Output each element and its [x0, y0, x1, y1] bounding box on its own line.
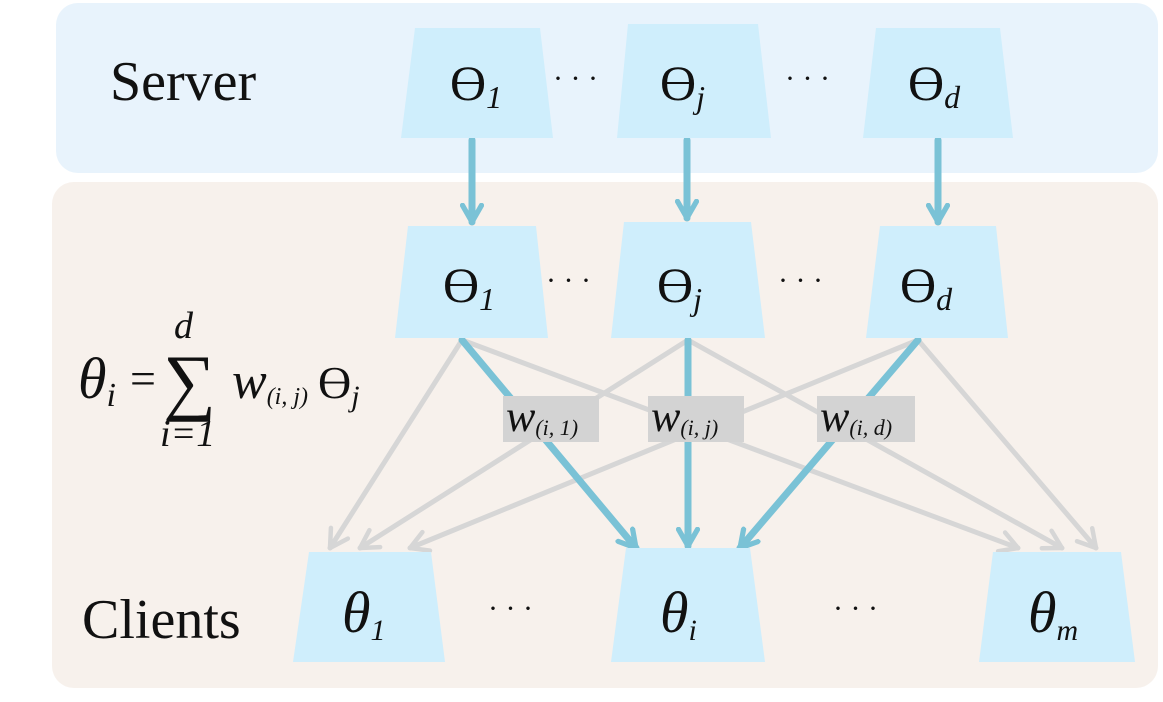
svg-text:θm: θm	[1028, 580, 1078, 647]
gray-arrow-d-to-client-m	[915, 337, 1099, 551]
gray-arrow-d-to-client-1	[407, 337, 921, 553]
client-ellipsis-2: · · ·	[833, 592, 878, 625]
svg-text:w(i, d): w(i, d)	[820, 392, 892, 441]
server-module-j: ϴj	[617, 24, 771, 138]
server-module-1: ϴ1	[401, 28, 553, 138]
gray-arrow-j-to-client-m	[685, 337, 1065, 551]
svg-text:ϴd: ϴd	[908, 55, 961, 115]
svg-text:θi: θi	[660, 580, 697, 647]
blue-arrow-1-to-client-i	[458, 336, 640, 552]
svg-text:ϴ1: ϴ1	[443, 257, 495, 317]
local-module-1: ϴ1	[395, 226, 548, 338]
module-symbol: ϴ	[450, 55, 486, 111]
formula-theta: θ	[78, 346, 107, 411]
sum-symbol: ∑	[163, 341, 216, 423]
clients-label: Clients	[82, 589, 241, 651]
svg-text:θ1: θ1	[342, 580, 386, 647]
server-module-d: ϴd	[863, 28, 1013, 138]
blue-arrows	[458, 136, 938, 552]
local-module-d: ϴd	[866, 226, 1008, 338]
svg-text:w(i, j): w(i, j)	[651, 392, 718, 441]
svg-text:w(i, 1): w(i, 1)	[506, 392, 578, 441]
svg-text:θi: θi	[78, 346, 116, 414]
svg-text:=: =	[130, 353, 156, 404]
local-ellipsis-2: · · ·	[778, 264, 823, 297]
local-ellipsis-1: · · ·	[546, 264, 591, 297]
client-i: θi	[611, 548, 765, 662]
svg-text:ϴj: ϴj	[657, 257, 702, 317]
svg-text:ϴ1: ϴ1	[450, 55, 502, 115]
gray-arrow-1-to-client-1	[327, 337, 465, 551]
aggregation-formula: θi = ∑ d i=1 w(i, j) ϴj	[78, 305, 360, 455]
gray-weight-arrows	[327, 337, 1099, 554]
server-label: Server	[110, 51, 257, 113]
svg-text:ϴj: ϴj	[660, 55, 705, 115]
client-ellipsis-1: · · ·	[488, 592, 533, 625]
weight-label-1: w(i, 1)	[503, 392, 599, 442]
server-ellipsis-2: · · ·	[785, 62, 830, 95]
weight-label-d: w(i, d)	[817, 392, 915, 442]
svg-text:ϴj: ϴj	[318, 357, 360, 413]
svg-text:ϴd: ϴd	[900, 257, 953, 317]
gray-arrow-1-to-client-m	[459, 337, 1021, 554]
local-module-j: ϴj	[611, 222, 765, 338]
client-m: θm	[979, 552, 1135, 662]
svg-text:i=1: i=1	[160, 413, 215, 455]
gray-arrow-j-to-client-1	[357, 337, 691, 551]
blue-arrow-d-to-client-i	[736, 336, 922, 552]
svg-text:d: d	[174, 305, 194, 347]
weight-label-j: w(i, j)	[648, 392, 744, 442]
svg-text:w(i, j): w(i, j)	[232, 353, 308, 410]
server-ellipsis-1: · · ·	[553, 62, 598, 95]
client-1: θ1	[293, 552, 445, 662]
